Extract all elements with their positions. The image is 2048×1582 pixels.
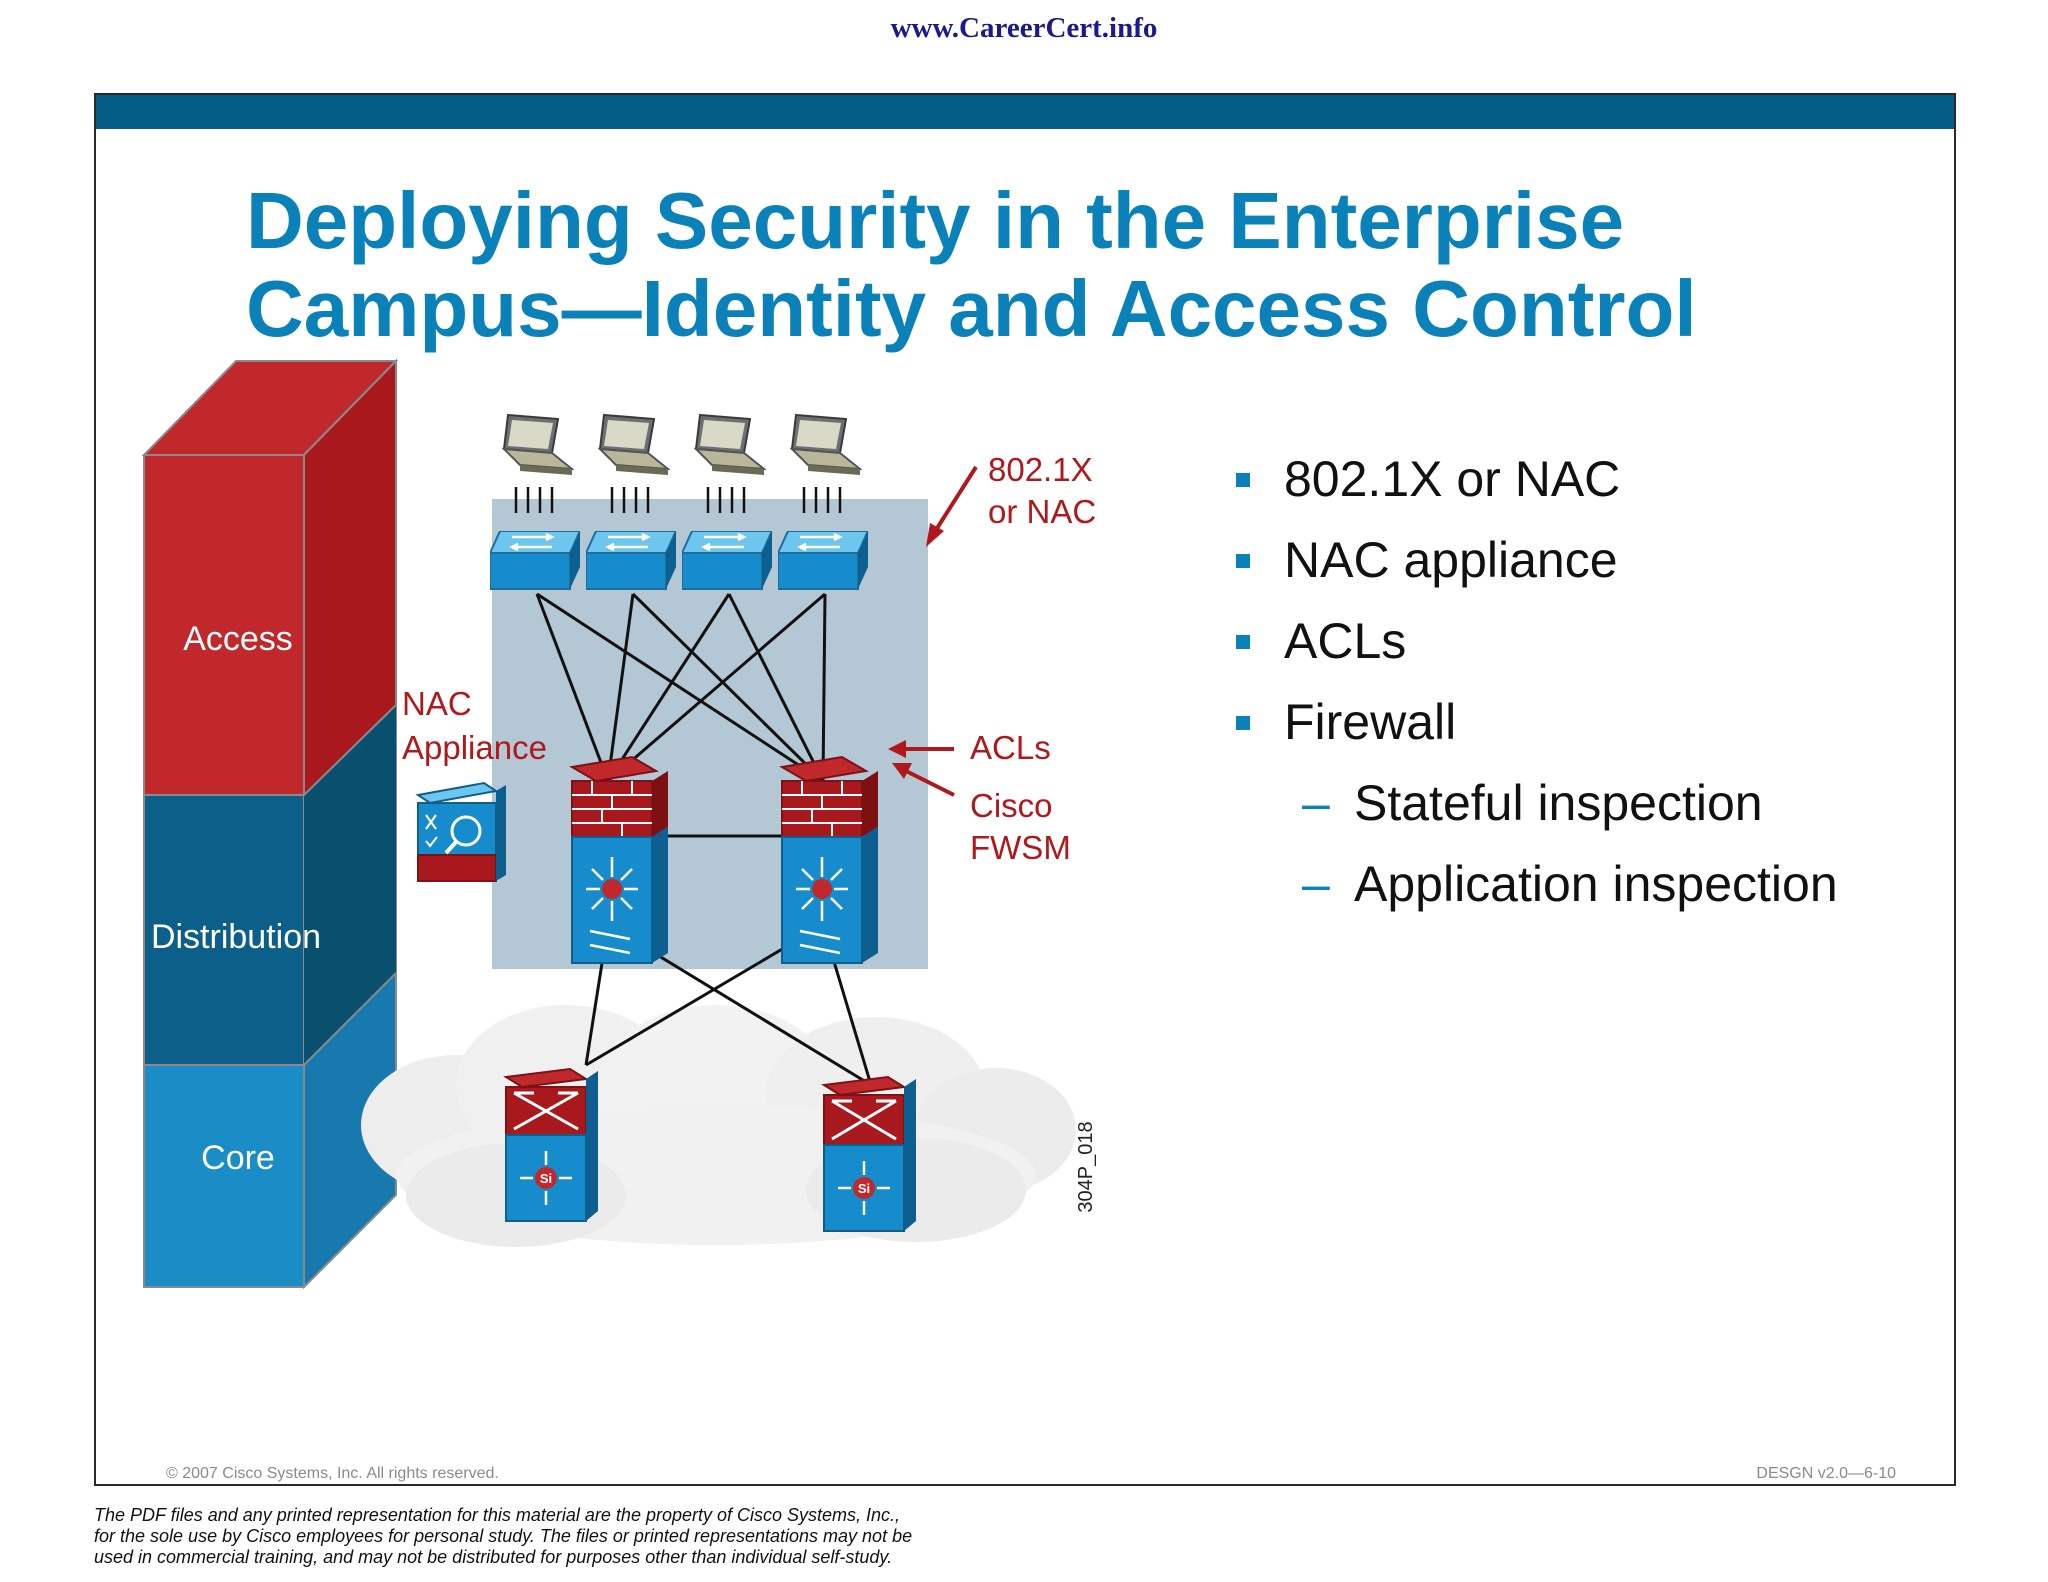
bullet-item: NAC appliance (1236, 531, 1838, 612)
core-switch-left: Si (503, 1067, 598, 1222)
sub-bullet-item: –Stateful inspection (1302, 775, 1763, 831)
network-diagram: Access Distribution Core (141, 358, 1097, 1290)
callout-dot1x-line-2: or NAC (988, 493, 1096, 530)
slide-title: Deploying Security in the Enterprise Cam… (246, 177, 1746, 353)
layer-stack: Access Distribution Core (141, 358, 399, 1290)
core-switch-left-label: Si (540, 1171, 552, 1186)
callout-nac-appliance: NAC Appliance (402, 685, 547, 766)
callout-fwsm-line-2: FWSM (970, 829, 1071, 866)
bullet-item: ACLs (1236, 612, 1838, 693)
callout-acls-text: ACLs (970, 729, 1051, 766)
distribution-switch-right (779, 755, 878, 964)
slide-title-line-2: Campus—Identity and Access Control (246, 264, 1697, 353)
sub-bullet-item: –Application inspection (1302, 856, 1838, 912)
callout-dot1x: 802.1X or NAC (926, 451, 1096, 547)
dash-icon: – (1302, 775, 1330, 831)
callout-dot1x-line-1: 802.1X (988, 451, 1093, 488)
copyright-notice: © 2007 Cisco Systems, Inc. All rights re… (166, 1465, 499, 1482)
layer-label-access: Access (183, 620, 293, 658)
bullet-item: Firewall (1236, 693, 1838, 774)
slide-top-bar (96, 95, 1954, 129)
layer-label-distribution: Distribution (151, 918, 321, 956)
endpoint-laptops (503, 414, 861, 476)
bullet-list: 802.1X or NAC NAC appliance ACLs Firewal… (1236, 450, 1838, 936)
callout-fwsm-line-1: Cisco (970, 787, 1053, 824)
bullet-square-icon (1236, 473, 1250, 487)
course-code: DESGN v2.0—6-10 (1756, 1465, 1896, 1482)
bullet-square-icon (1236, 635, 1250, 649)
bullet-square-icon (1236, 716, 1250, 730)
figure-id: 304P_018 (1075, 1121, 1097, 1212)
site-url[interactable]: www.CareerCert.info (890, 12, 1158, 44)
endpoint-links (514, 487, 842, 513)
callout-fwsm: Cisco FWSM (892, 763, 1071, 866)
distribution-switch-left (569, 755, 668, 964)
callout-acls: ACLs (888, 729, 1051, 766)
callout-nac-appliance-line-1: NAC (402, 685, 472, 722)
core-switch-right-label: Si (858, 1181, 870, 1196)
core-switch-right: Si (821, 1075, 916, 1232)
disclaimer: The PDF files and any printed representa… (94, 1505, 1194, 1568)
disclaimer-line: for the sole use by Cisco employees for … (94, 1526, 913, 1546)
bullet-item: 802.1X or NAC (1236, 450, 1838, 531)
bullet-square-icon (1236, 554, 1250, 568)
layer-label-core: Core (201, 1139, 275, 1177)
nac-appliance-device (415, 781, 506, 882)
slide-title-line-1: Deploying Security in the Enterprise (246, 176, 1625, 265)
disclaimer-line: used in commercial training, and may not… (94, 1547, 893, 1567)
core-cloud (361, 1005, 1076, 1247)
disclaimer-line: The PDF files and any printed representa… (94, 1505, 901, 1525)
slide: Deploying Security in the Enterprise Cam… (94, 93, 1956, 1486)
callout-nac-appliance-line-2: Appliance (402, 729, 547, 766)
dash-icon: – (1302, 856, 1330, 912)
